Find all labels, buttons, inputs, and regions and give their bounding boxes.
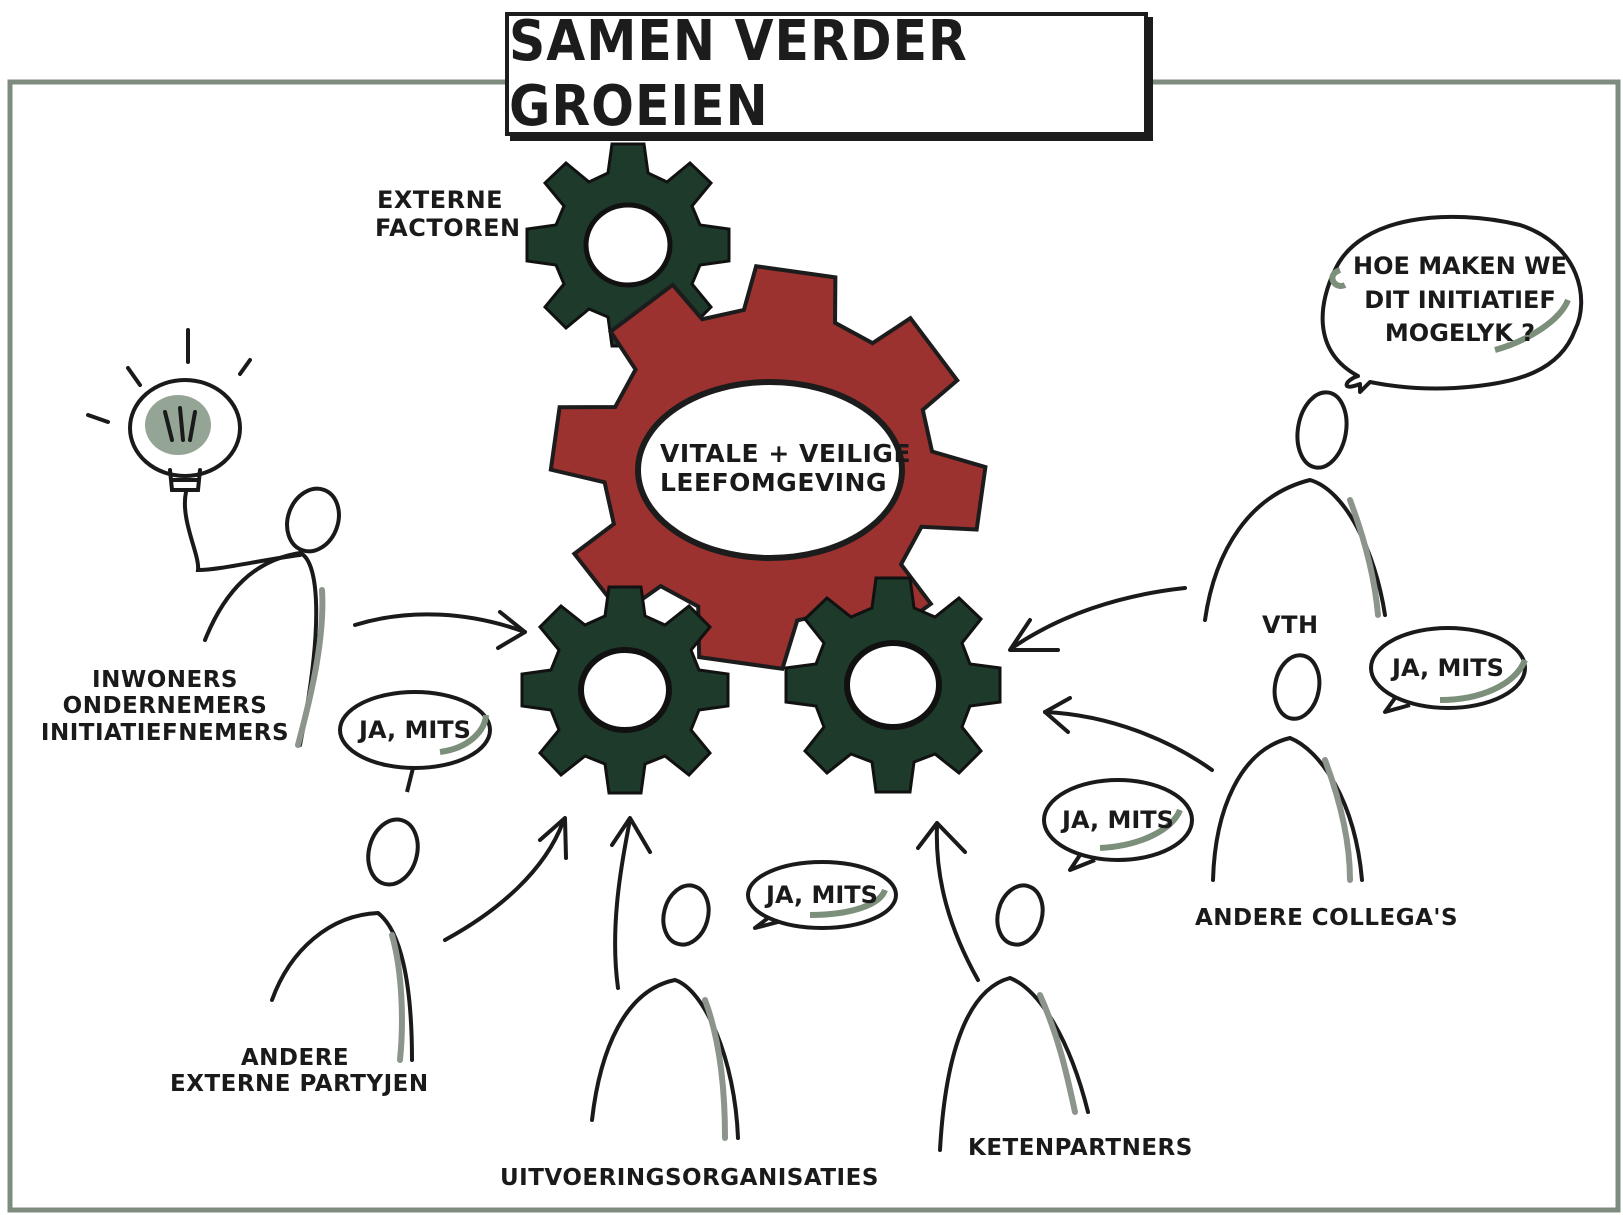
external-parties-line1: ANDERE — [240, 1045, 350, 1071]
ja-mits-text-1: JA, MITS — [359, 716, 471, 744]
question-line3: MOGELYK ? — [1384, 319, 1536, 348]
person-question — [1203, 390, 1387, 622]
arrow-chain-partners — [916, 821, 980, 982]
arrow-question — [1008, 586, 1187, 652]
colleagues-label: ANDERE COLLEGA'S — [1195, 905, 1459, 931]
external-factors-line2: FACTOREN — [375, 213, 521, 242]
arrow-execution-orgs — [610, 816, 652, 990]
chain-partners-label: KETENPARTNERS — [968, 1135, 1193, 1161]
speech-bubble-ja-mits-3 — [1042, 778, 1194, 872]
speech-bubble-ja-mits-1 — [338, 690, 492, 793]
initiators-line3: INITIATIEFNEMERS — [40, 719, 290, 746]
gear-bottom-left — [520, 585, 730, 795]
arrow-colleagues — [1043, 696, 1214, 772]
lightbulb-icon — [86, 328, 302, 573]
external-factors-line1: EXTERNE — [376, 186, 504, 214]
question-line1: HOE MAKEN WE — [1353, 252, 1567, 280]
ja-mits-text-3: JA, MITS — [1062, 806, 1174, 834]
speech-bubble-ja-mits-2 — [746, 860, 898, 930]
center-gear-label-line2: LEEFOMGEVING — [660, 467, 887, 497]
ja-mits-text-2: JA, MITS — [766, 881, 878, 909]
person-external-parties — [270, 817, 420, 1063]
person-colleagues — [1211, 653, 1364, 883]
arrow-external-parties — [443, 816, 568, 942]
person-execution-orgs — [590, 883, 740, 1141]
initiators-line2: ONDERNEMERS — [62, 693, 268, 720]
center-gear-label: VITALE + VEILIGE LEEFOMGEVING — [660, 439, 912, 498]
execution-orgs-label: UITVOERINGSORGANISATIES — [500, 1165, 879, 1191]
gear-center-red — [548, 264, 988, 672]
arrow-initiators — [353, 610, 527, 650]
center-gear-label-line1: VITALE + VEILIGE — [660, 439, 912, 468]
question-bubble-text: HOE MAKEN WE DIT INITIATIEF MOGELYK ? — [1345, 250, 1575, 351]
gear-bottom-right — [784, 576, 1002, 794]
external-parties-label: ANDERE EXTERNE PARTYJEN — [170, 1045, 429, 1098]
speech-bubble-ja-mits-4 — [1369, 626, 1528, 714]
title-box: SAMEN VERDER GROEIEN — [505, 9, 1148, 139]
person-initiators — [203, 486, 341, 748]
speech-bubble-question — [1320, 214, 1584, 394]
question-line2: DIT INITIATIEF — [1364, 285, 1556, 314]
initiators-label: INWONERS ONDERNEMERS INITIATIEFNEMERS — [40, 667, 290, 746]
external-parties-line2: EXTERNE PARTYJEN — [170, 1071, 429, 1098]
person-chain-partners — [938, 883, 1090, 1152]
page-title: SAMEN VERDER GROEIEN — [509, 9, 968, 139]
ja-mits-text-4: JA, MITS — [1392, 654, 1504, 682]
external-factors-label: EXTERNE FACTOREN — [375, 186, 521, 242]
initiators-line1: INWONERS — [92, 667, 238, 693]
vth-label: VTH — [1262, 611, 1319, 639]
